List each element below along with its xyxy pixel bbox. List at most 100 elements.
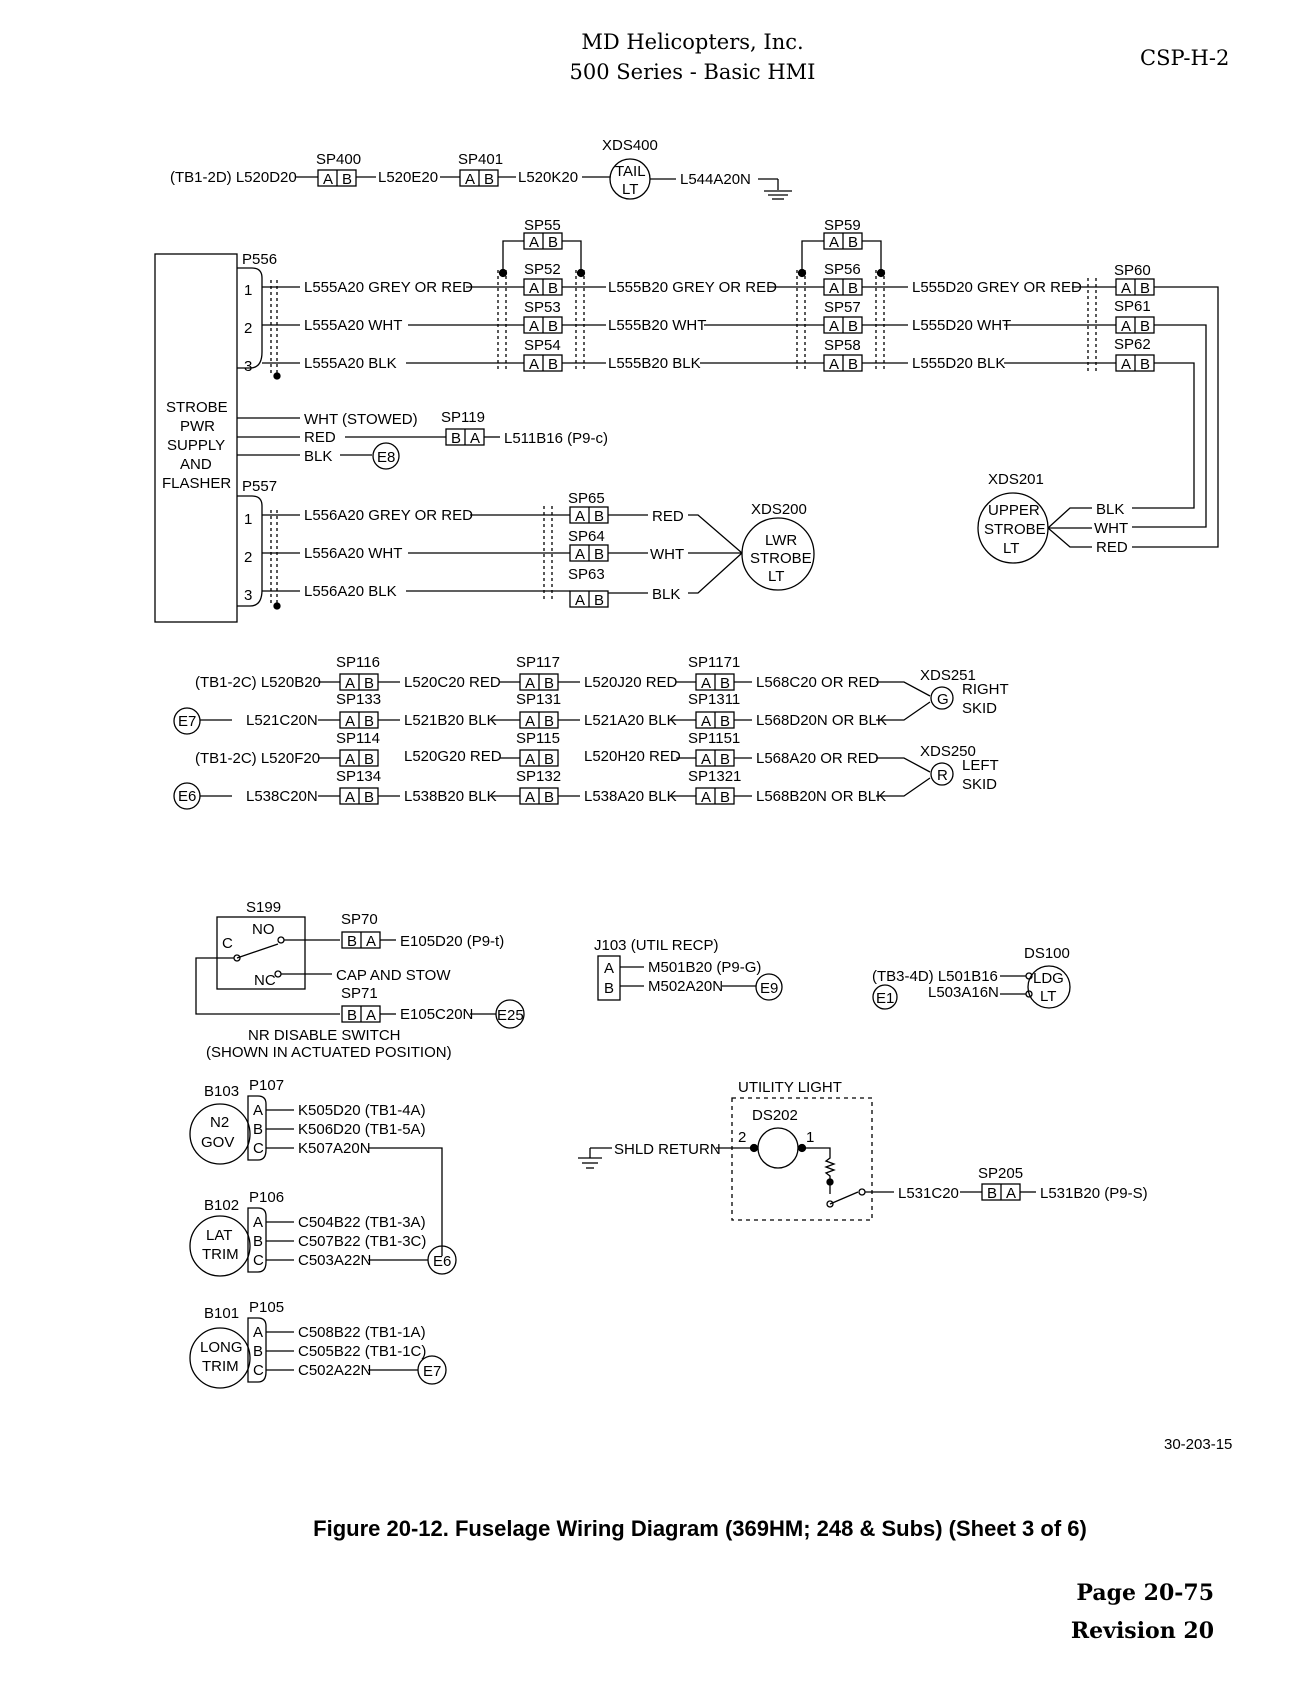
svg-text:C502A22N: C502A22N [298, 1362, 371, 1379]
svg-text:A: A [829, 318, 839, 335]
wire-label: L511B16 (P9-c) [504, 430, 608, 447]
svg-text:PWR: PWR [180, 418, 215, 435]
svg-text:SP115: SP115 [516, 730, 560, 747]
svg-text:SP53: SP53 [524, 299, 561, 316]
wire-label: (TB1-2D) L520D20 [170, 169, 297, 186]
splice-label: SP59 [824, 217, 861, 234]
revision: Revision 20 [1070, 1618, 1214, 1644]
svg-text:R: R [937, 767, 948, 784]
svg-text:XDS250: XDS250 [920, 743, 976, 760]
svg-text:DS100: DS100 [1024, 945, 1070, 962]
svg-text:B: B [720, 751, 730, 768]
svg-text:1: 1 [806, 1129, 814, 1146]
ds100-landing-light: DS100 (TB3-4D) L501B16 LDG LT E1 L503A16… [872, 945, 1071, 1010]
svg-text:A: A [604, 960, 614, 977]
svg-text:B: B [548, 318, 558, 335]
svg-text:SHLD RETURN: SHLD RETURN [614, 1141, 721, 1158]
svg-text:SP71: SP71 [341, 985, 378, 1002]
svg-text:2: 2 [738, 1129, 746, 1146]
svg-text:SP52: SP52 [524, 261, 561, 278]
svg-text:J103 (UTIL RECP): J103 (UTIL RECP) [594, 937, 718, 954]
svg-text:B: B [594, 508, 604, 525]
svg-text:L531B20 (P9-S): L531B20 (P9-S) [1040, 1185, 1148, 1202]
svg-text:B: B [604, 980, 614, 997]
svg-text:UPPER: UPPER [988, 502, 1040, 519]
svg-text:B: B [544, 675, 554, 692]
svg-text:TRIM: TRIM [202, 1358, 239, 1375]
svg-text:(TB3-4D) L501B16: (TB3-4D) L501B16 [872, 968, 998, 985]
svg-text:RED: RED [1096, 539, 1128, 556]
svg-text:SP58: SP58 [824, 337, 861, 354]
splice-label: SP401 [458, 151, 503, 168]
svg-text:L538B20 BLK: L538B20 BLK [404, 788, 497, 805]
svg-text:B103: B103 [204, 1083, 239, 1100]
header-series: 500 Series - Basic HMI [569, 60, 816, 84]
svg-text:L503A16N: L503A16N [928, 984, 999, 1001]
svg-text:C504B22 (TB1-3A): C504B22 (TB1-3A) [298, 1214, 426, 1231]
b103-n2-governor: B103 N2 GOV P107 A B C K505D20 (TB1-4A) … [189, 1077, 443, 1256]
svg-text:STROBE: STROBE [984, 521, 1046, 538]
svg-text:E7: E7 [423, 1363, 441, 1380]
svg-text:L555A20 GREY OR RED: L555A20 GREY OR RED [304, 279, 473, 296]
svg-text:(SHOWN IN ACTUATED POSITION): (SHOWN IN ACTUATED POSITION) [206, 1044, 452, 1061]
svg-text:A: A [701, 751, 711, 768]
svg-text:P107: P107 [249, 1077, 284, 1094]
svg-text:L555D20 BLK: L555D20 BLK [912, 355, 1005, 372]
j103-utility-receptacle: J103 (UTIL RECP) A B M501B20 (P9-G) M502… [594, 937, 783, 1001]
svg-text:LT: LT [768, 568, 784, 585]
svg-text:STROBE: STROBE [166, 399, 228, 416]
svg-text:SP1151: SP1151 [688, 730, 740, 747]
svg-text:E8: E8 [377, 449, 395, 466]
svg-text:SP60: SP60 [1114, 262, 1151, 279]
svg-text:(TB1-2C) L520F20: (TB1-2C) L520F20 [195, 750, 320, 767]
svg-text:C507B22 (TB1-3C): C507B22 (TB1-3C) [298, 1233, 426, 1250]
svg-text:B: B [548, 234, 558, 251]
svg-text:LT: LT [622, 181, 638, 198]
wire-label: RED [304, 429, 336, 446]
svg-text:L568A20 OR RED: L568A20 OR RED [756, 750, 879, 767]
header-doc-id: CSP-H-2 [1140, 46, 1230, 70]
svg-text:LONG: LONG [200, 1339, 243, 1356]
svg-text:A: A [345, 675, 355, 692]
svg-text:B: B [347, 1007, 357, 1024]
svg-text:GOV: GOV [201, 1134, 234, 1151]
svg-text:SKID: SKID [962, 776, 997, 793]
svg-text:SP54: SP54 [524, 337, 561, 354]
svg-text:B: B [987, 1185, 997, 1202]
svg-text:XDS200: XDS200 [751, 501, 807, 518]
svg-text:E7: E7 [178, 713, 196, 730]
svg-text:A: A [701, 675, 711, 692]
svg-text:P105: P105 [249, 1299, 284, 1316]
svg-text:TRIM: TRIM [202, 1246, 239, 1263]
svg-text:CAP AND STOW: CAP AND STOW [336, 967, 451, 984]
svg-text:B: B [364, 713, 374, 730]
b101-longitudinal-trim: B101 LONG TRIM P105 A B C C508B22 (TB1-1… [189, 1299, 447, 1389]
svg-text:SP64: SP64 [568, 528, 605, 545]
svg-text:NC: NC [254, 972, 276, 989]
svg-text:L520G20 RED: L520G20 RED [404, 748, 502, 765]
svg-text:C508B22 (TB1-1A): C508B22 (TB1-1A) [298, 1324, 426, 1341]
svg-text:A: A [575, 546, 585, 563]
lower-strobe-light: XDS200 LWR STROBE LT [741, 501, 815, 591]
svg-text:3: 3 [244, 587, 252, 604]
wire-label: WHT (STOWED) [304, 411, 418, 428]
svg-text:LT: LT [1003, 540, 1019, 557]
svg-text:SP116: SP116 [336, 654, 380, 671]
utility-light-circuit: UTILITY LIGHT DS202 SHLD RETURN 2 1 L531… [578, 1079, 1148, 1221]
svg-text:SP134: SP134 [336, 768, 381, 785]
svg-text:2: 2 [244, 320, 252, 337]
svg-text:N2: N2 [210, 1114, 229, 1131]
svg-text:B: B [253, 1343, 263, 1360]
splice-label: SP119 [441, 409, 485, 426]
svg-text:L556A20 WHT: L556A20 WHT [304, 545, 402, 562]
svg-text:SKID: SKID [962, 700, 997, 717]
svg-text:B102: B102 [204, 1197, 239, 1214]
page-number: Page 20-75 [1076, 1580, 1214, 1606]
svg-text:A: A [575, 508, 585, 525]
svg-text:C: C [253, 1140, 264, 1157]
svg-text:SP63: SP63 [568, 566, 605, 583]
svg-text:2: 2 [244, 549, 252, 566]
